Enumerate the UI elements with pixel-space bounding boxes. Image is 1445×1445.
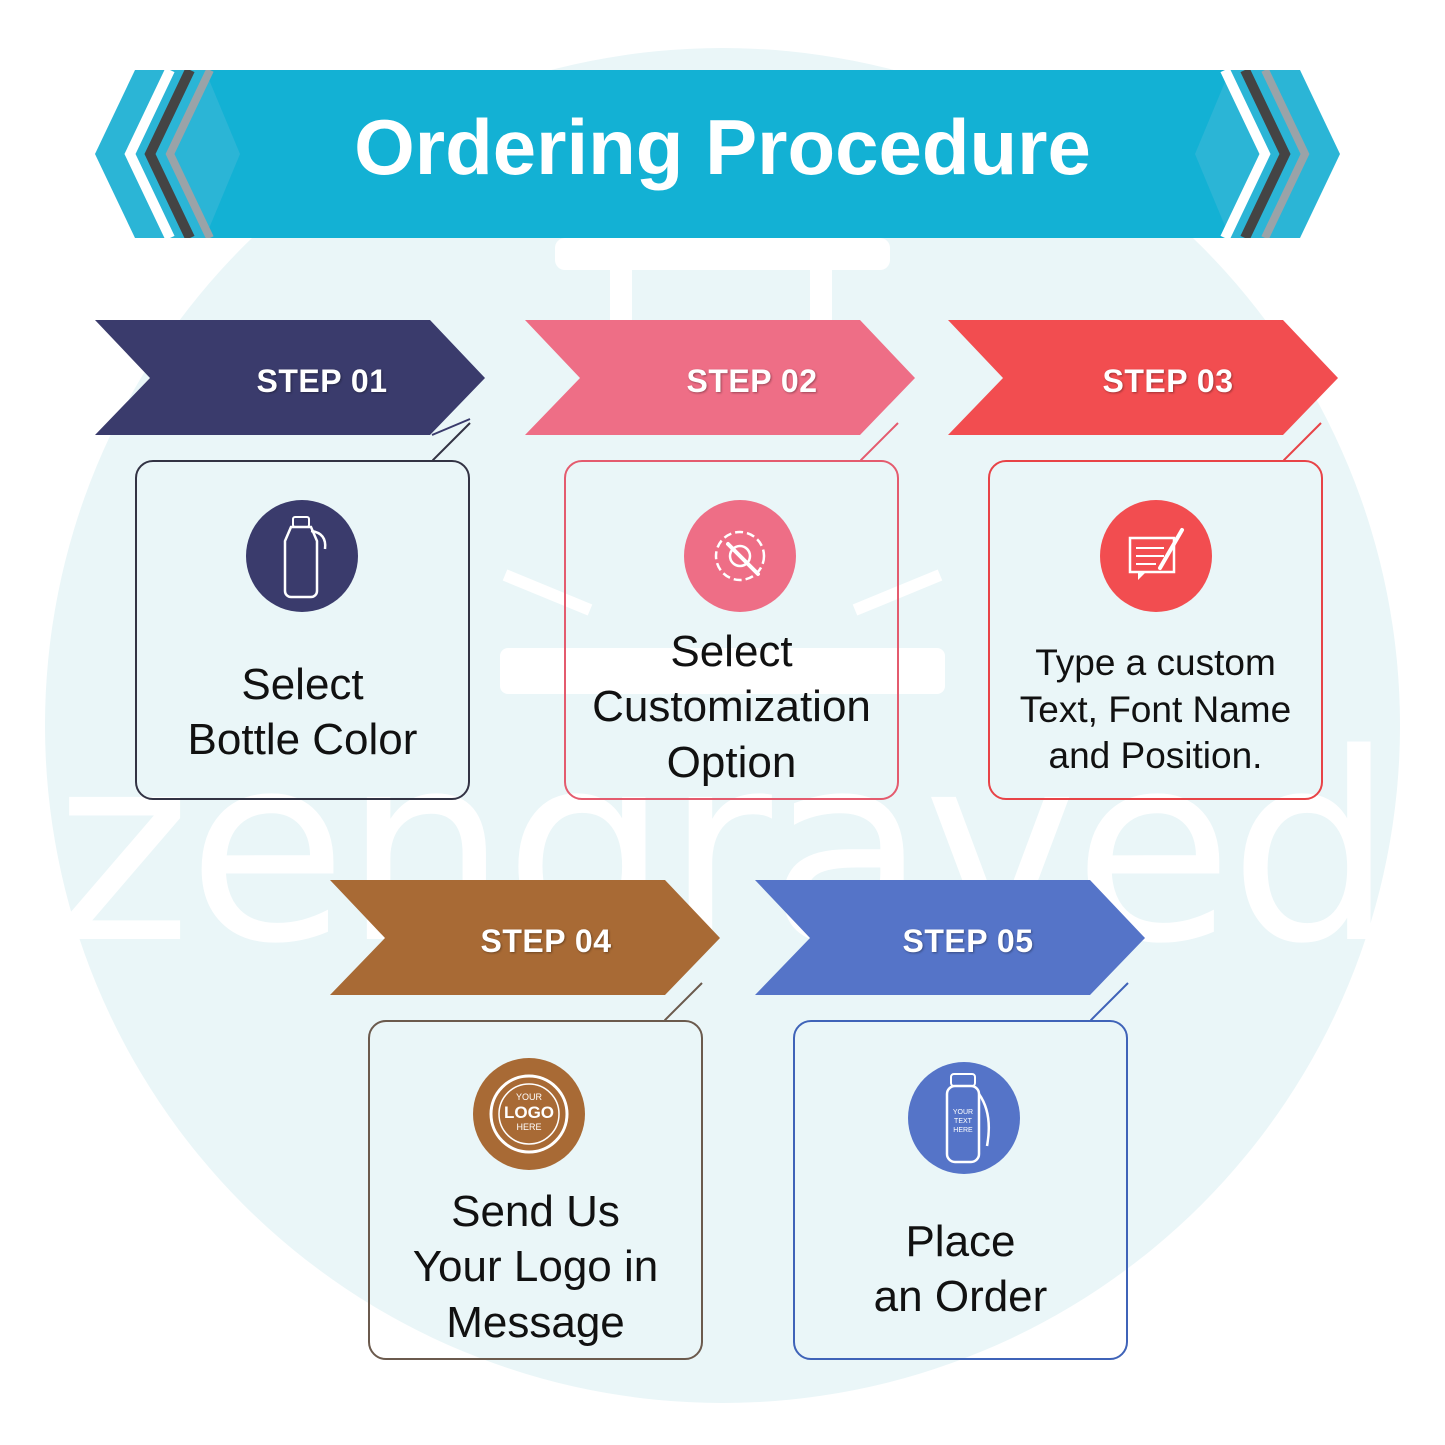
step-05-connector xyxy=(1090,982,1129,1022)
step-03-text-line: and Position. xyxy=(1048,735,1263,777)
step-01-text-line: Bottle Color xyxy=(187,715,418,765)
step-05-card: YOUR TEXT HERE Place an Order xyxy=(793,1020,1128,1360)
step-05-label: STEP 05 xyxy=(902,923,1034,959)
page-title: Ordering Procedure xyxy=(354,103,1091,191)
bottle-icon xyxy=(246,500,358,612)
step-04-label: STEP 04 xyxy=(480,923,612,959)
custom-bottle-text: TEXT xyxy=(954,1118,973,1125)
step-05-text-line: an Order xyxy=(873,1272,1048,1322)
step-01-arrow xyxy=(95,320,485,436)
step-02-text-line: Customization xyxy=(592,682,871,732)
step-02-text-line: Option xyxy=(666,737,797,787)
step-03-label: STEP 03 xyxy=(1102,363,1234,399)
step-04-card: YOUR LOGO HERE Send Us Your Logo in Mess… xyxy=(368,1020,703,1360)
custom-bottle-here: HERE xyxy=(953,1127,973,1134)
step-01-text: Select Bottle Color xyxy=(137,657,468,768)
step-02-text: Select Customization Option xyxy=(566,624,897,790)
step-03-connector xyxy=(1283,422,1322,462)
step-04-text-line: Send Us xyxy=(451,1187,620,1236)
title-banner xyxy=(95,70,1340,238)
step-04-arrow xyxy=(330,880,720,995)
custom-bottle-your: YOUR xyxy=(953,1109,973,1116)
step-05-arrow xyxy=(755,880,1145,995)
edit-message-icon xyxy=(1100,500,1212,612)
step-03-text: Type a custom Text, Font Name and Positi… xyxy=(990,640,1321,780)
background-circle xyxy=(45,48,1400,1403)
step-01-text-line: Select xyxy=(241,660,364,709)
logo-stamp-your: YOUR xyxy=(516,1092,543,1102)
logo-stamp-here: HERE xyxy=(516,1122,541,1132)
step-04-text: Send Us Your Logo in Message xyxy=(370,1184,701,1350)
gear-wrench-icon xyxy=(684,500,796,612)
step-02-label: STEP 02 xyxy=(686,363,818,399)
step-03-text-line: Type a custom xyxy=(1035,642,1276,683)
step-02-text-line: Select xyxy=(670,627,793,676)
step-02-card: Select Customization Option xyxy=(564,460,899,800)
logo-stamp-logo: LOGO xyxy=(504,1103,554,1122)
step-05-text-line: Place xyxy=(905,1217,1016,1266)
custom-bottle-icon: YOUR TEXT HERE xyxy=(908,1062,1020,1174)
step-01-connector xyxy=(432,422,471,462)
logo-stamp-icon: YOUR LOGO HERE xyxy=(473,1058,585,1170)
step-02-connector xyxy=(860,422,899,462)
step-02-arrow xyxy=(525,320,915,435)
step-04-text-line: Message xyxy=(446,1297,625,1347)
step-03-arrow xyxy=(948,320,1338,435)
step-01-label: STEP 01 xyxy=(256,363,388,399)
step-01-card: Select Bottle Color xyxy=(135,460,470,800)
step-04-text-line: Your Logo in xyxy=(412,1242,659,1292)
step-04-connector xyxy=(664,982,703,1022)
watermark-text: zengraved xyxy=(54,699,1394,1001)
step-05-text: Place an Order xyxy=(795,1214,1126,1325)
step-03-text-line: Text, Font Name xyxy=(1019,688,1292,730)
step-03-card: Type a custom Text, Font Name and Positi… xyxy=(988,460,1323,800)
